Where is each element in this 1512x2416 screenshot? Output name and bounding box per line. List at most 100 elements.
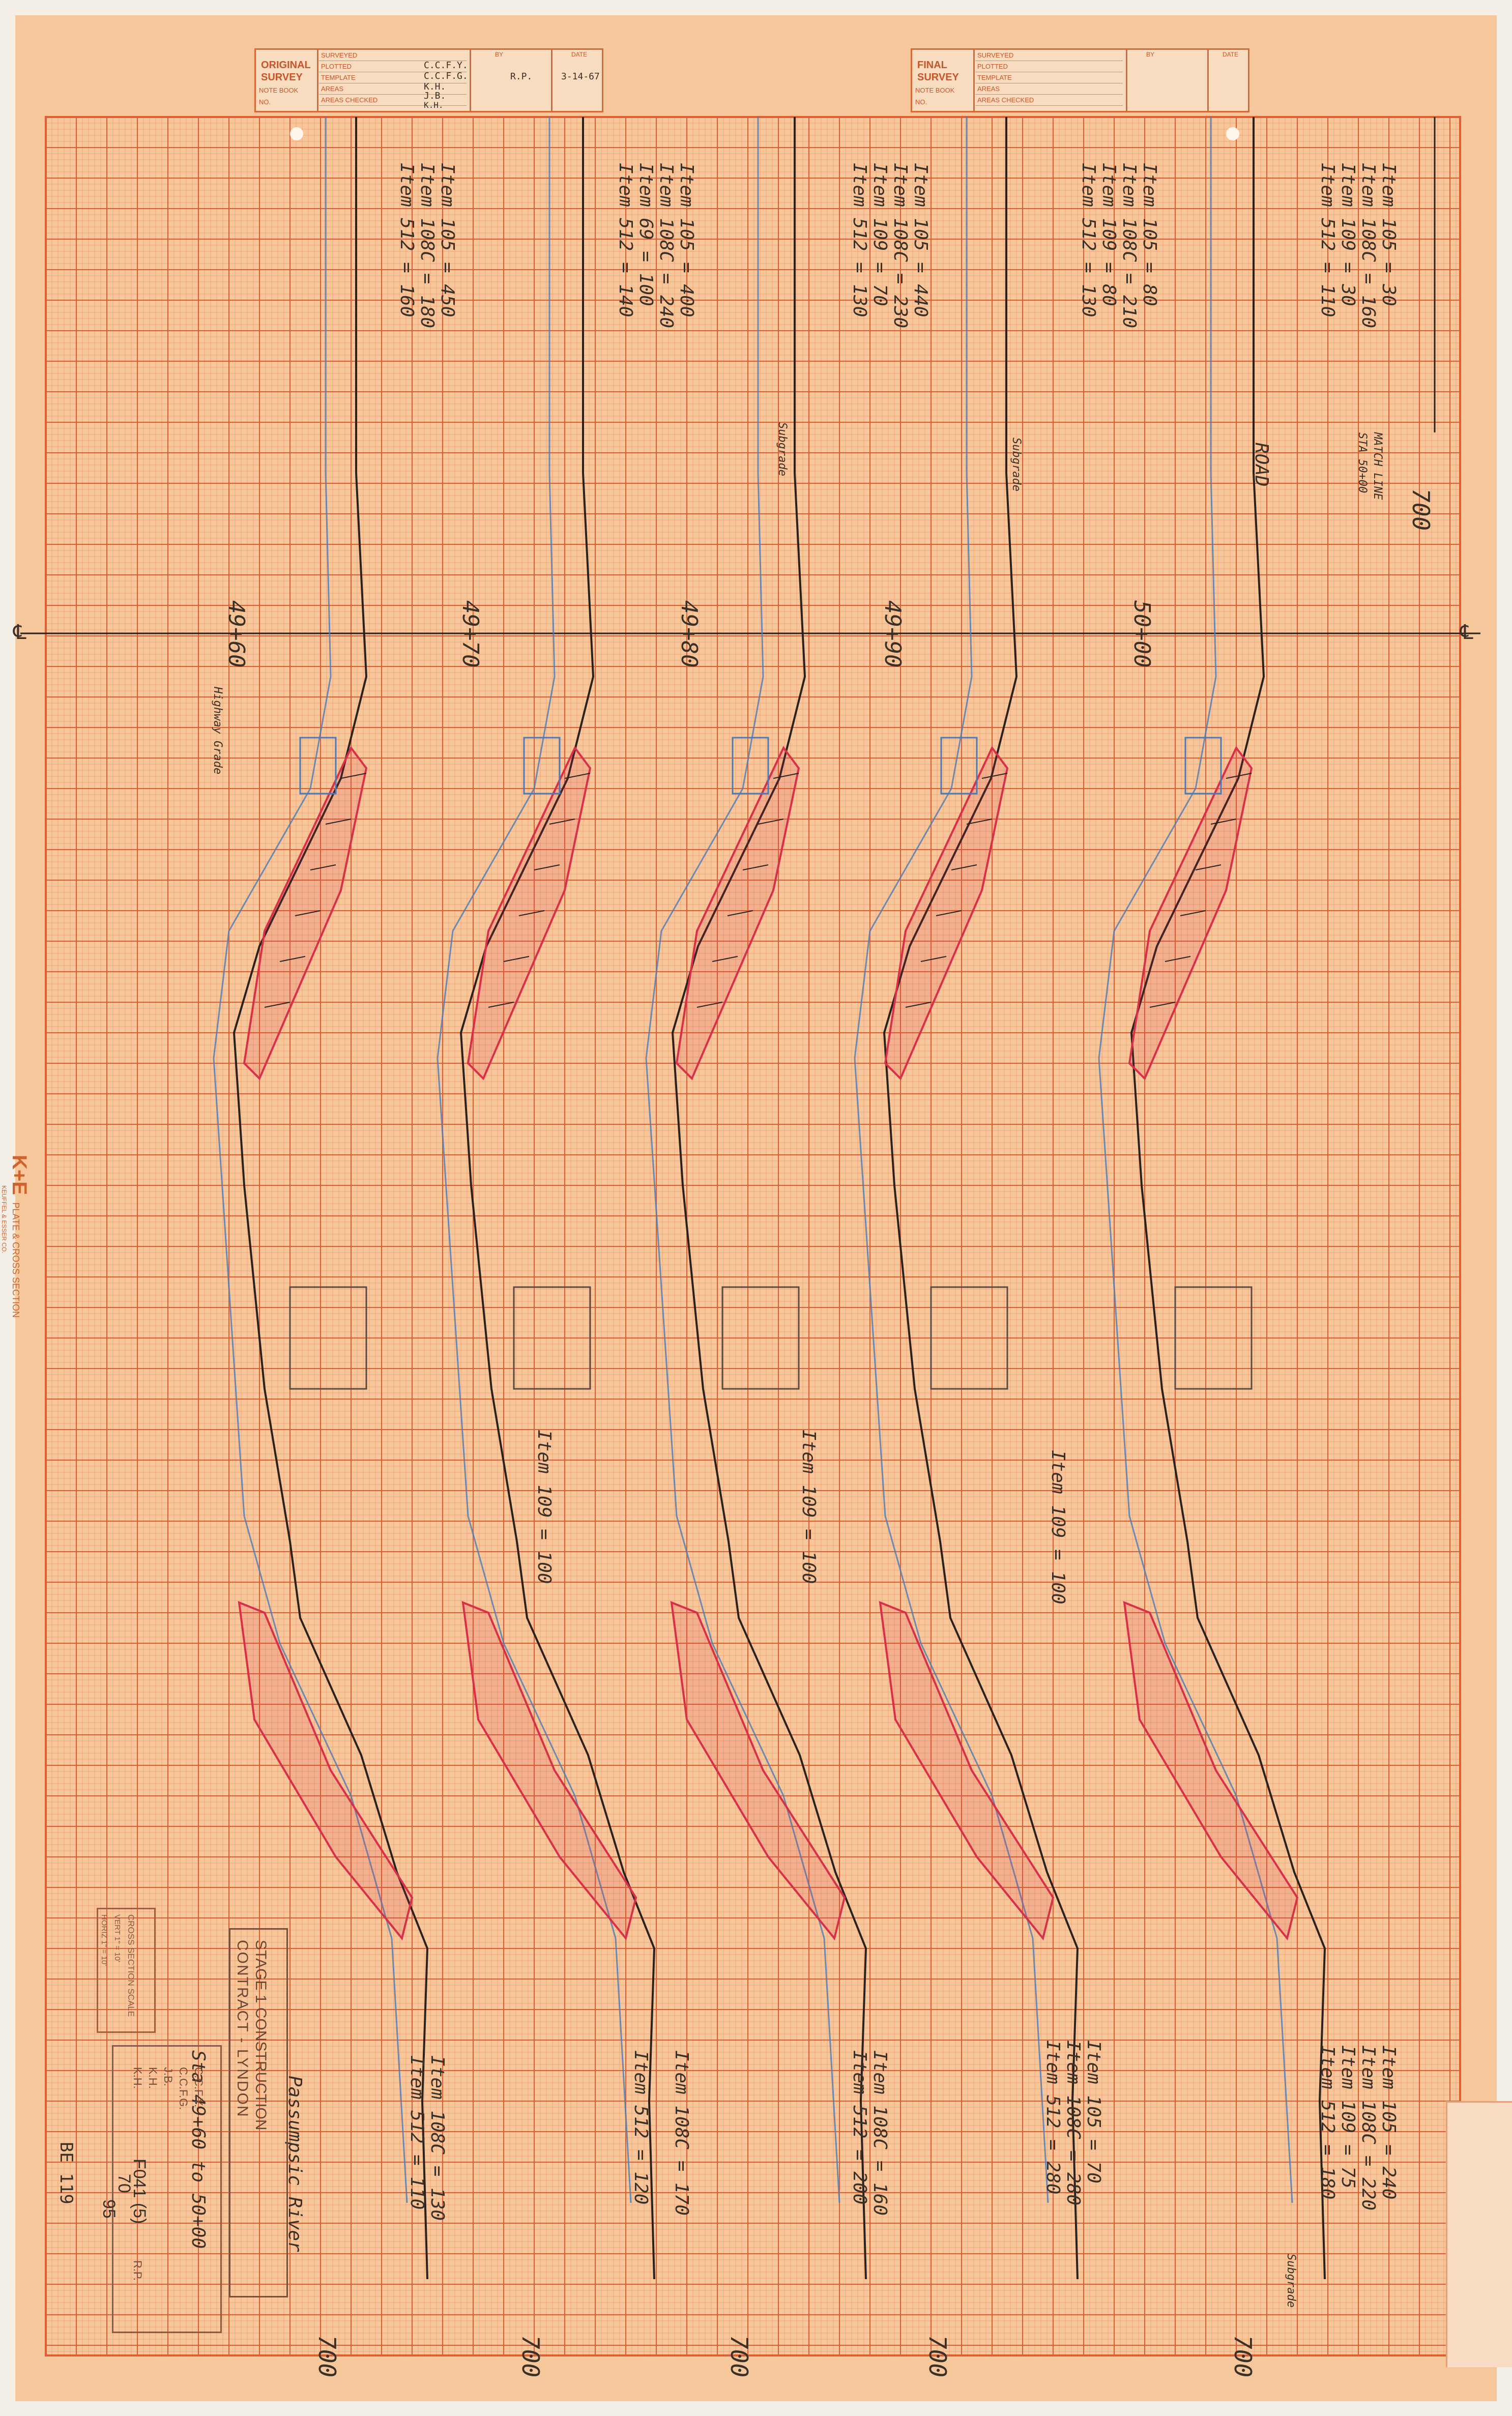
riprap-lower-2 <box>461 1600 637 1941</box>
punch-hole-left <box>290 127 303 140</box>
centerline-mark-left: ℄ <box>13 621 26 644</box>
mid-item-label-3: Item 109 = 100 <box>1048 1450 1068 1605</box>
bottom-items-5-line-2: Item 108C = 220 <box>1358 2045 1379 2211</box>
record-by: C.C.F.Y. <box>192 2067 205 2108</box>
ground-line-1 <box>232 117 429 2280</box>
slope-tick-3-2 <box>742 864 769 870</box>
top-items-2-line-2: Item 108C = 240 <box>656 163 677 329</box>
abutment-1 <box>299 737 337 795</box>
record-number-2: 95 <box>99 2199 119 2219</box>
survey-entry-4: J.B. <box>424 91 446 101</box>
top-items-2-line-1: Item 105 = 400 <box>676 163 697 317</box>
final-col-date: DATE <box>1223 51 1239 58</box>
slope-tick-5-0 <box>1226 773 1252 779</box>
ke-brand: K+E PLATE & CROSS SECTION KEUFFEL & ESSE… <box>1 1155 31 1318</box>
footing-4 <box>930 1286 1008 1390</box>
top-items-4-line-2: Item 108C = 210 <box>1119 163 1140 329</box>
centerline-mark-right: ℄ <box>1460 621 1473 644</box>
row-template: TEMPLATE <box>319 72 467 83</box>
slope-tick-3-3 <box>727 910 753 916</box>
top-items-5-line-3: Item 109 = 30 <box>1337 163 1358 306</box>
record-block: C.C.F.Y. C.C.F.G. J.B. K.H. K.H. R.P. F0… <box>99 2045 222 2333</box>
final-survey-head: FINAL SURVEY NOTE BOOK NO. <box>912 50 975 111</box>
highway-grade-label: Highway Grade <box>211 687 224 775</box>
mid-item-label-1: Item 109 = 100 <box>534 1430 555 1584</box>
station-label-3: 49+80 <box>676 600 702 668</box>
cross-section-sheet: ORIGINAL SURVEY NOTE BOOK NO. SURVEYED P… <box>1 15 1512 2401</box>
col-by: BY <box>495 51 504 58</box>
slope-tick-2-1 <box>549 819 575 825</box>
elevation-700-2: 700 <box>517 2335 544 2378</box>
slope-tick-3-0 <box>773 773 799 779</box>
top-items-3-line-3: Item 109 = 70 <box>869 163 890 306</box>
bottom-items-2-line-1: Item 108C = 170 <box>671 2050 692 2216</box>
cross-section-scale-box: CROSS SECTION SCALE VERT 1" = 10' HORIZ … <box>97 1908 156 2033</box>
slope-tick-4-1 <box>966 819 993 825</box>
proposed-line-3 <box>645 117 840 2203</box>
bottom-items-5-line-4: Item 512 = 180 <box>1317 2045 1338 2200</box>
survey-date: 3-14-67 <box>561 71 600 82</box>
abutment-3 <box>732 737 769 795</box>
scale-title: CROSS SECTION SCALE <box>126 1914 136 2017</box>
col-date: DATE <box>571 51 588 58</box>
match-line-sta-label: STA 50+00 <box>1356 432 1369 493</box>
footing-2 <box>513 1286 591 1390</box>
slope-tick-5-2 <box>1195 864 1222 870</box>
bottom-items-4-line-3: Item 512 = 280 <box>1042 2040 1063 2195</box>
ground-line-5 <box>1130 117 1326 2280</box>
survey-entry-2: C.C.F.G. <box>424 71 468 81</box>
record-areas: K.H. <box>147 2067 159 2089</box>
slope-tick-2-4 <box>503 956 530 962</box>
final-row-template: TEMPLATE <box>975 72 1123 83</box>
slope-tick-5-1 <box>1210 819 1237 825</box>
elevation-700-3: 700 <box>725 2335 753 2378</box>
ke-company: KEUFFEL & ESSER CO. <box>1 1185 8 1254</box>
no-label: NO. <box>259 98 271 106</box>
match-line-label: MATCH LINE <box>1371 432 1384 500</box>
top-items-1-line-3: Item 512 = 160 <box>396 163 417 317</box>
slope-tick-1-5 <box>264 1002 290 1008</box>
bottom-items-4-line-2: Item 108C = 280 <box>1063 2040 1084 2206</box>
top-items-2-line-3: Item 69 = 100 <box>635 163 656 306</box>
ground-line-4 <box>883 117 1079 2280</box>
original-survey-title: ORIGINAL SURVEY <box>261 60 311 83</box>
slope-tick-4-0 <box>981 773 1008 779</box>
final-survey-block: FINAL SURVEY NOTE BOOK NO. SURVEYED PLOT… <box>911 48 1249 112</box>
station-label-4: 49+90 <box>880 600 906 668</box>
top-items-3-line-4: Item 512 = 130 <box>849 163 870 317</box>
final-row-areas: AREAS <box>975 83 1123 95</box>
book-number: BE 119 <box>56 2142 76 2204</box>
ground-line-2 <box>459 117 656 2280</box>
riprap-lower-1 <box>238 1600 414 1941</box>
footing-5 <box>1174 1286 1253 1390</box>
slope-tick-5-3 <box>1180 910 1206 916</box>
slope-tick-1-3 <box>295 910 321 916</box>
ground-line-3 <box>671 117 867 2280</box>
survey-checker: R.P. <box>510 71 533 82</box>
top-items-3-line-2: Item 108C = 230 <box>890 163 911 329</box>
abutment-4 <box>940 737 978 795</box>
top-items-5-line-2: Item 108C = 160 <box>1358 163 1379 329</box>
footing-3 <box>721 1286 800 1390</box>
punch-hole-right <box>1226 127 1239 140</box>
row-areas: AREAS <box>319 83 467 95</box>
final-col-by: BY <box>1146 51 1155 58</box>
slope-tick-5-4 <box>1165 956 1191 962</box>
riprap-lower-4 <box>879 1600 1055 1941</box>
survey-entry-3: K.H. <box>424 81 446 92</box>
slope-tick-2-5 <box>488 1002 514 1008</box>
top-items-4-line-1: Item 105 = 80 <box>1139 163 1160 306</box>
slope-tick-3-5 <box>696 1002 723 1008</box>
riprap-lower-5 <box>1123 1600 1299 1941</box>
grid-border <box>45 116 1461 2356</box>
proposed-line-1 <box>213 117 408 2203</box>
elevation-700-4: 700 <box>924 2335 951 2378</box>
blank-label-area <box>1446 2101 1512 2367</box>
slope-tick-1-1 <box>325 819 352 825</box>
scale-vertical: VERT 1" = 10' <box>113 1914 122 1962</box>
slope-tick-4-2 <box>951 864 977 870</box>
slope-tick-5-5 <box>1149 1002 1176 1008</box>
contract-stamp: STAGE 1 CONSTRUCTION CONTRACT - LYNDON <box>229 1928 288 2297</box>
final-row-areas-checked: AREAS CHECKED <box>975 95 1123 106</box>
bottom-items-4-line-1: Item 105 = 70 <box>1083 2040 1104 2184</box>
